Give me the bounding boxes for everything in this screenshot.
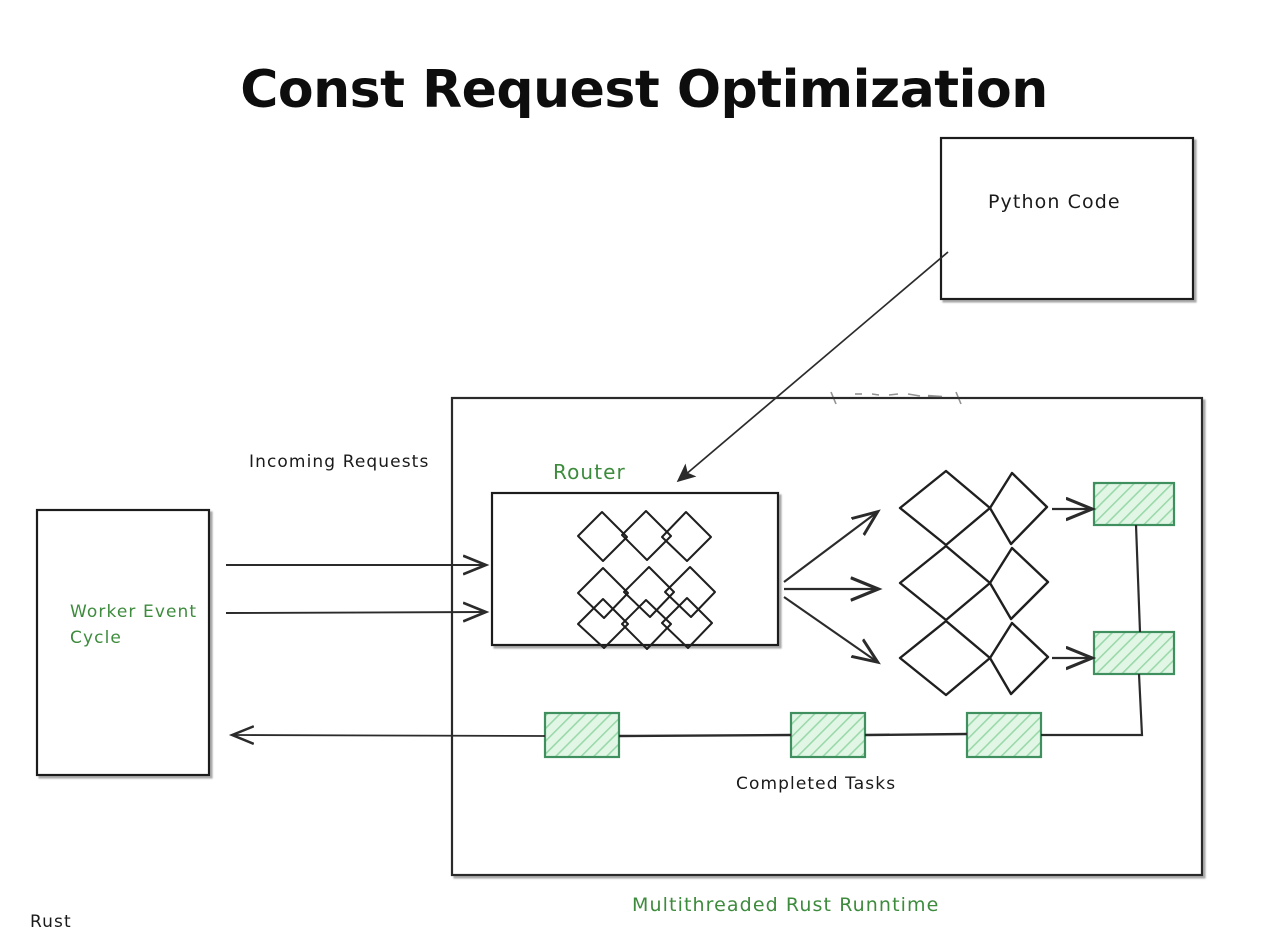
green-box-mid xyxy=(1092,630,1176,676)
rust-runtime-label: Multithreaded Rust Runntime xyxy=(632,894,940,916)
green-task-1 xyxy=(543,711,621,759)
bottom-cut-label: Rust xyxy=(30,912,72,932)
worker-event-cycle-label: Worker Event Cycle xyxy=(70,602,198,648)
arrow-python-to-router xyxy=(676,251,949,483)
incoming-requests-label: Incoming Requests xyxy=(249,452,430,472)
router-label: Router xyxy=(553,460,626,484)
router-box xyxy=(490,491,780,647)
arrow-incoming-2 xyxy=(225,612,484,613)
connector-task-2-3 xyxy=(864,732,968,737)
arrow-router-out-top xyxy=(783,513,876,583)
worker-lane-3 xyxy=(898,619,1050,697)
green-task-3 xyxy=(965,711,1043,759)
page-title: Const Request Optimization xyxy=(240,60,1048,120)
green-box-top xyxy=(1092,481,1176,527)
python-code-label: Python Code xyxy=(988,191,1121,213)
green-task-2 xyxy=(789,711,867,759)
worker-lane-1 xyxy=(898,469,1049,547)
connector-green-top-to-mid xyxy=(1134,524,1142,633)
connector-task-1-2 xyxy=(618,733,792,738)
router-diamond-grid xyxy=(577,510,716,650)
completed-tasks-label: Completed Tasks xyxy=(736,774,897,794)
arrow-return-to-worker xyxy=(234,735,546,736)
connector-green-mid-down xyxy=(1041,673,1144,737)
python-code-box xyxy=(939,136,1195,301)
worker-lane-2 xyxy=(898,544,1050,622)
arrow-router-out-bot xyxy=(783,596,876,661)
worker-event-cycle-box xyxy=(35,508,211,777)
